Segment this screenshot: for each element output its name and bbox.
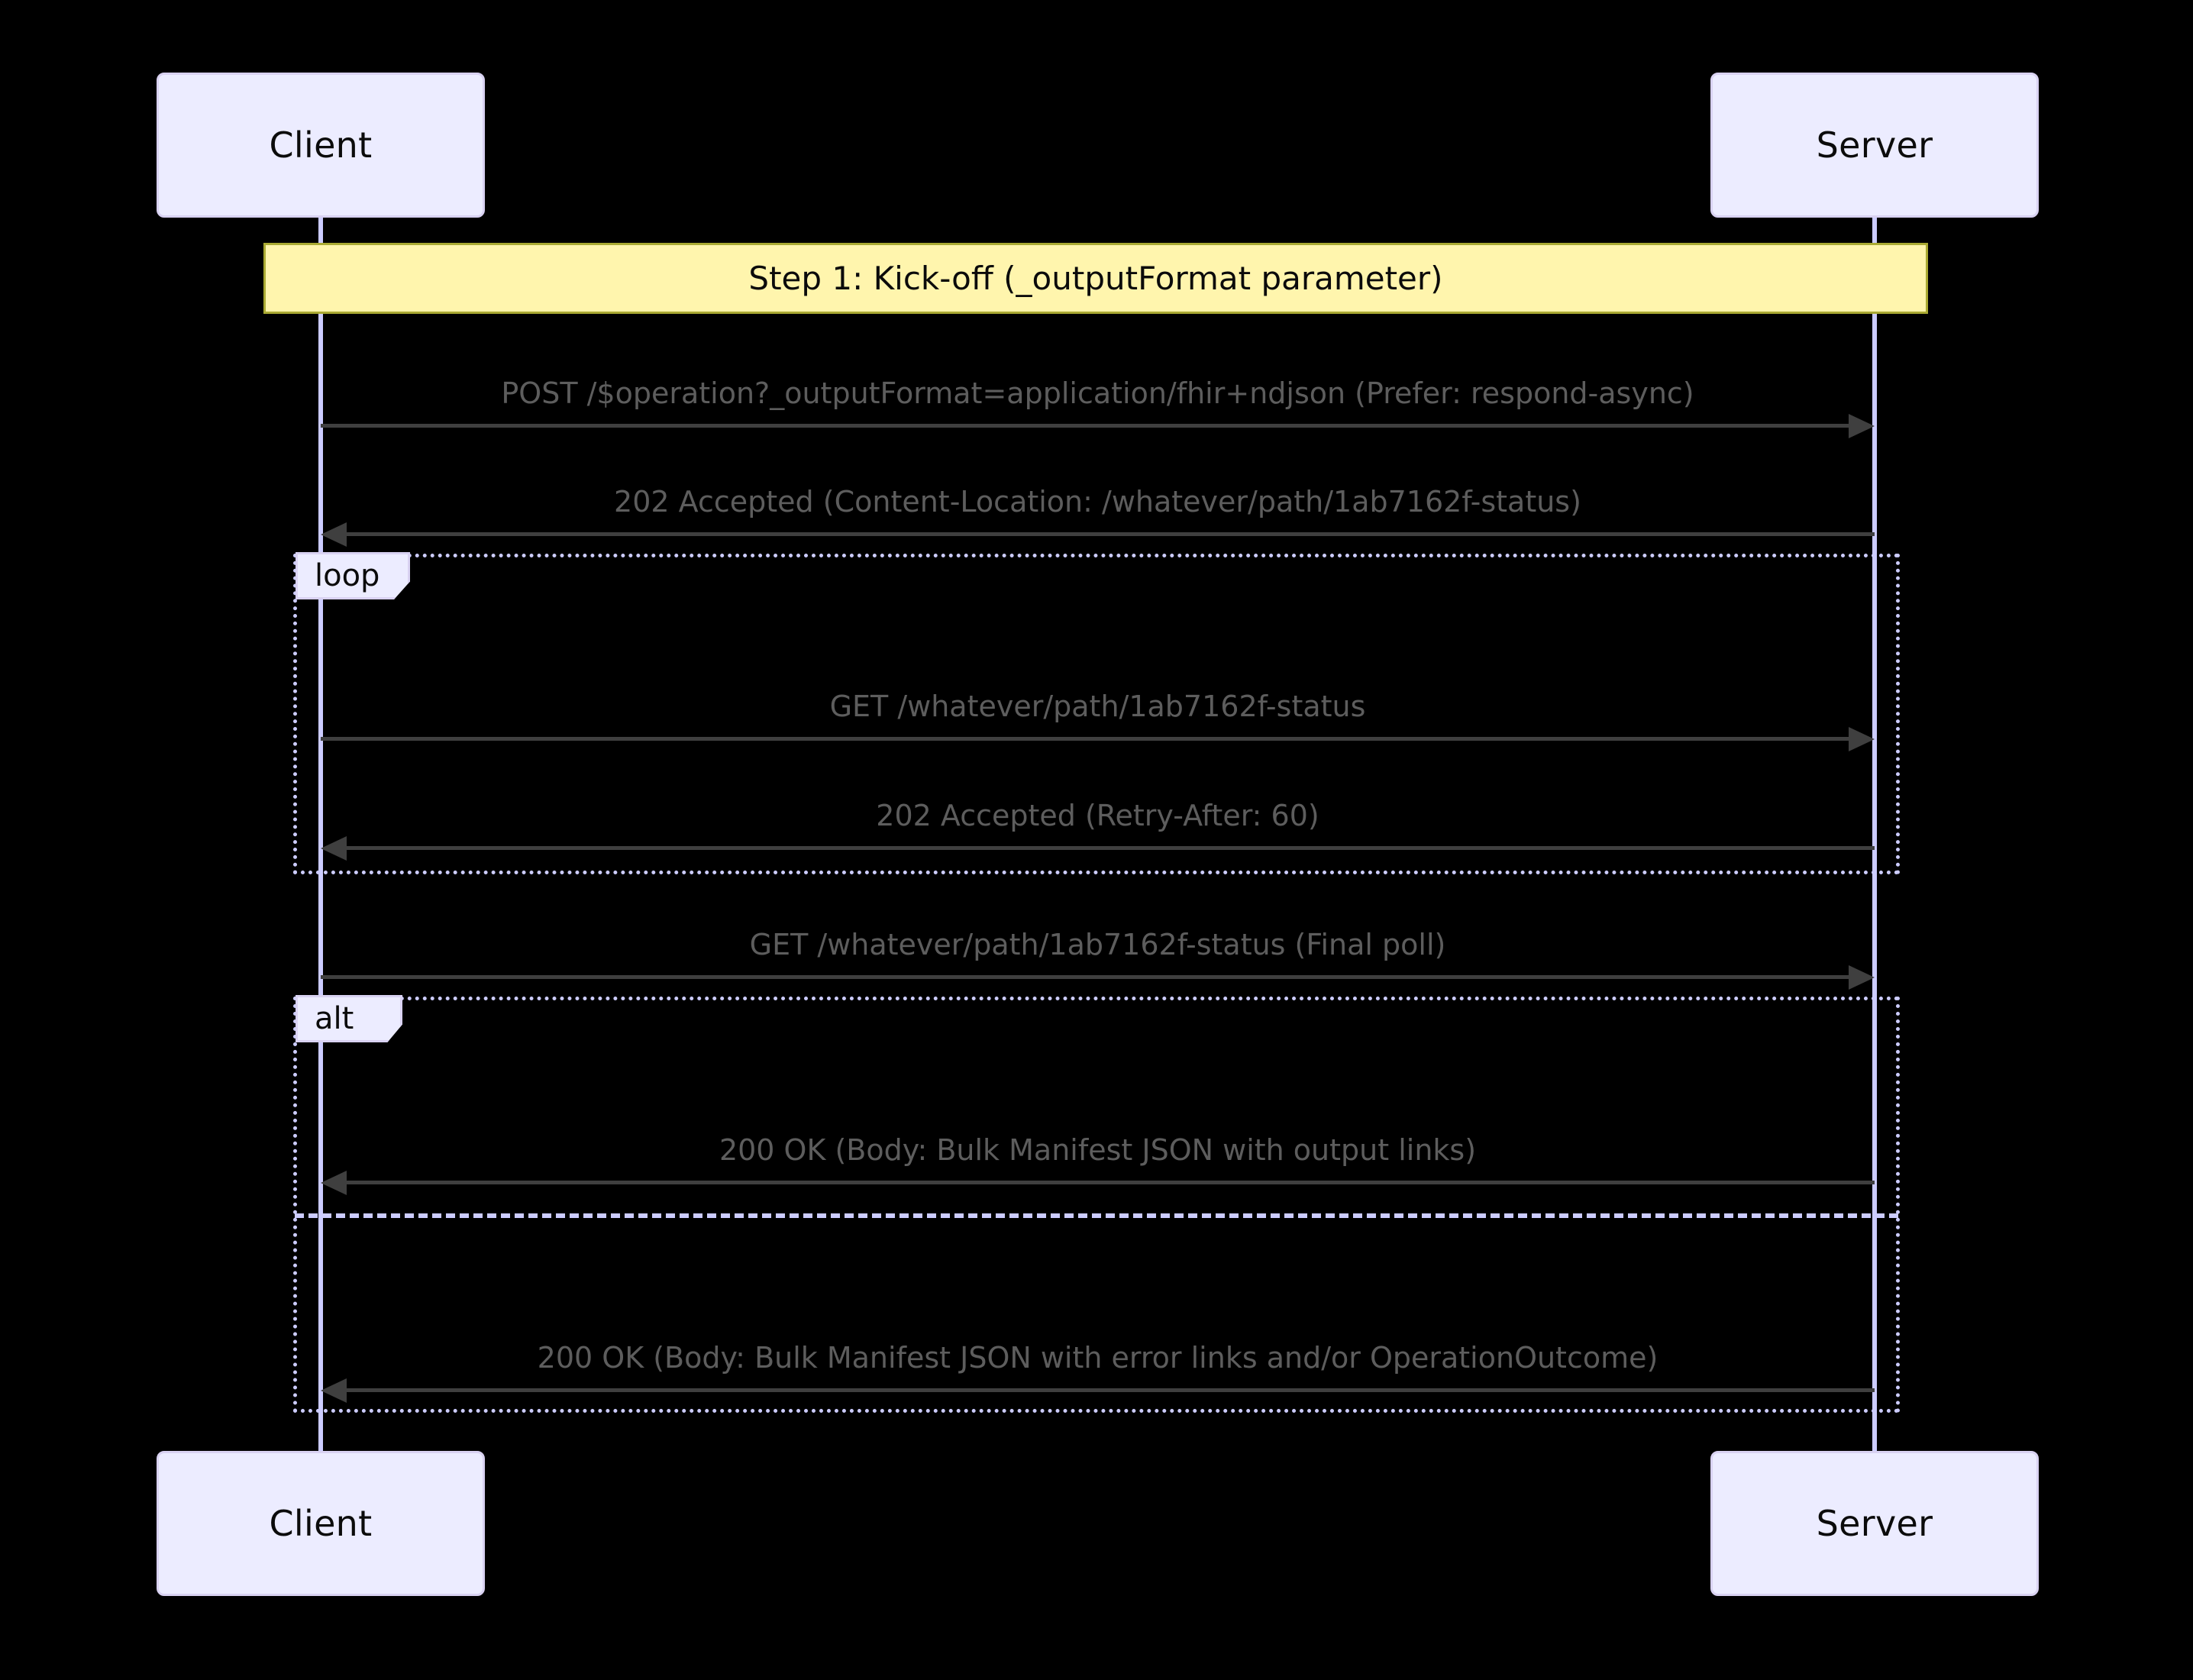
message-200-ok-error-links-line [347, 1388, 1875, 1392]
message-200-ok-error-links-label: 200 OK (Body: Bulk Manifest JSON with er… [537, 1341, 1658, 1375]
message-202-content-location-line [347, 532, 1875, 536]
message-get-final-poll-line [321, 975, 1849, 979]
message-get-final-poll-label: GET /whatever/path/1ab7162f-status (Fina… [749, 928, 1446, 961]
note-step-1-kickoff: Step 1: Kick-off (_outputFormat paramete… [263, 243, 1928, 314]
actor-server-bottom-label: Server [1816, 1503, 1933, 1544]
actor-client-top-label: Client [269, 124, 373, 166]
message-get-status-line [321, 737, 1849, 741]
message-post-kickoff-label: POST /$operation?_outputFormat=applicati… [501, 376, 1694, 410]
arrowhead-left-icon [321, 836, 347, 861]
alt-fragment-label-text: alt [315, 1001, 354, 1036]
lifeline-server [1872, 202, 1877, 1455]
message-200-ok-output-links-label: 200 OK (Body: Bulk Manifest JSON with ou… [719, 1133, 1477, 1167]
actor-server-bottom[interactable]: Server [1710, 1451, 2039, 1596]
message-202-retry-after-line [347, 846, 1875, 850]
alt-fragment-label: alt [296, 995, 402, 1042]
loop-fragment-label-text: loop [315, 558, 380, 593]
lifeline-client [318, 202, 323, 1455]
arrowhead-left-icon [321, 522, 347, 547]
arrowhead-right-icon [1849, 727, 1875, 751]
loop-fragment [293, 554, 1900, 874]
actor-server-top-label: Server [1816, 124, 1933, 166]
alt-fragment-divider [295, 1213, 1898, 1218]
actor-client-top[interactable]: Client [157, 73, 485, 218]
arrowhead-left-icon [321, 1171, 347, 1195]
note-step-1-kickoff-label: Step 1: Kick-off (_outputFormat paramete… [748, 260, 1443, 297]
message-202-retry-after-label: 202 Accepted (Retry-After: 60) [876, 799, 1319, 832]
message-get-status-label: GET /whatever/path/1ab7162f-status [829, 690, 1366, 723]
arrowhead-right-icon [1849, 965, 1875, 990]
actor-client-bottom[interactable]: Client [157, 1451, 485, 1596]
actor-client-bottom-label: Client [269, 1503, 373, 1544]
loop-fragment-label: loop [296, 552, 410, 599]
message-post-kickoff-line [321, 424, 1849, 428]
message-202-content-location-label: 202 Accepted (Content-Location: /whateve… [614, 485, 1581, 519]
arrowhead-left-icon [321, 1378, 347, 1403]
arrowhead-right-icon [1849, 414, 1875, 438]
alt-fragment [293, 997, 1900, 1413]
actor-server-top[interactable]: Server [1710, 73, 2039, 218]
message-200-ok-output-links-line [347, 1181, 1875, 1184]
